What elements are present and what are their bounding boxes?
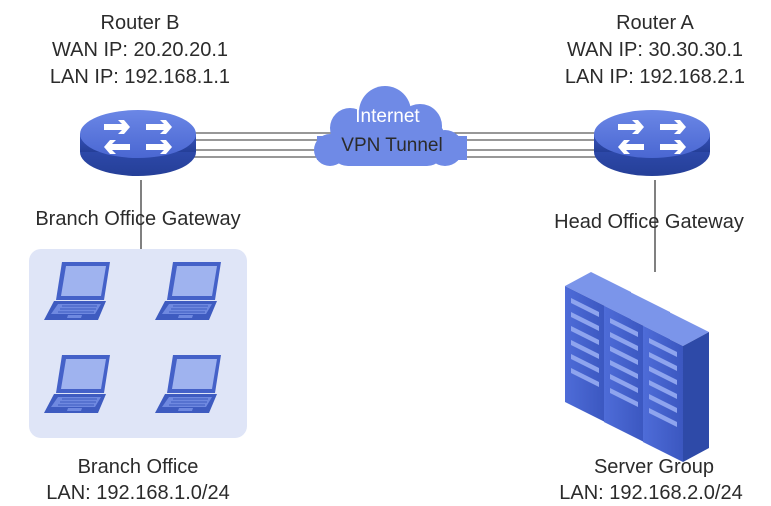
router-b-lan-ip: LAN IP: 192.168.1.1 bbox=[49, 66, 231, 88]
branch-office-name: Branch Office bbox=[77, 456, 199, 478]
router-a-icon bbox=[594, 110, 710, 176]
router-b-wan-ip: WAN IP: 20.20.20.1 bbox=[51, 39, 228, 61]
router-b-role: Branch Office Gateway bbox=[35, 208, 241, 230]
router-b-icon bbox=[80, 110, 196, 176]
vpn-tunnel-label-bg bbox=[317, 136, 467, 160]
router-a-wan-ip: WAN IP: 30.30.30.1 bbox=[566, 39, 743, 61]
router-a-name: Router A bbox=[616, 12, 694, 34]
router-a-lan-ip: LAN IP: 192.168.2.1 bbox=[564, 66, 746, 88]
router-b-name: Router B bbox=[100, 12, 180, 34]
router-a-role: Head Office Gateway bbox=[554, 211, 744, 233]
vpn-tunnel-label: VPN Tunnel bbox=[341, 135, 443, 156]
internet-label: Internet bbox=[355, 106, 420, 127]
server-icon bbox=[643, 312, 709, 462]
server-group-name: Server Group bbox=[593, 456, 715, 478]
server-group-lan: LAN: 192.168.2.0/24 bbox=[559, 482, 743, 504]
branch-office-lan: LAN: 192.168.1.0/24 bbox=[46, 482, 230, 504]
